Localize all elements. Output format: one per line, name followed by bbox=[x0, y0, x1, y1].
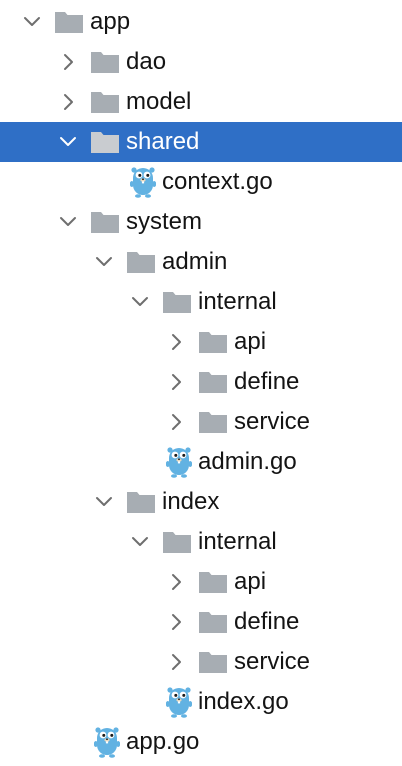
tree-item-label: service bbox=[234, 408, 311, 435]
tree-item-label: dao bbox=[126, 48, 167, 75]
chevron-down-icon[interactable] bbox=[128, 290, 152, 314]
folder-icon bbox=[198, 330, 228, 354]
chevron-down-icon[interactable] bbox=[128, 530, 152, 554]
tree-folder-internal[interactable]: internal bbox=[0, 522, 402, 562]
chevron-down-icon[interactable] bbox=[92, 250, 116, 274]
go-gopher-icon bbox=[130, 166, 156, 198]
tree-folder-api[interactable]: api bbox=[0, 562, 402, 602]
folder-icon bbox=[126, 250, 156, 274]
tree-file-app-go[interactable]: app.go bbox=[0, 722, 402, 762]
tree-item-label: context.go bbox=[162, 168, 273, 195]
chevron-down-icon[interactable] bbox=[20, 10, 44, 34]
tree-folder-define[interactable]: define bbox=[0, 362, 402, 402]
go-gopher-icon bbox=[94, 726, 120, 758]
folder-icon bbox=[90, 210, 120, 234]
tree-folder-model[interactable]: model bbox=[0, 82, 402, 122]
tree-file-context-go[interactable]: context.go bbox=[0, 162, 402, 202]
folder-icon bbox=[198, 610, 228, 634]
tree-folder-shared[interactable]: shared bbox=[0, 122, 402, 162]
folder-icon bbox=[198, 410, 228, 434]
chevron-right-icon[interactable] bbox=[164, 370, 188, 394]
tree-item-label: internal bbox=[198, 288, 277, 315]
folder-icon bbox=[90, 50, 120, 74]
chevron-right-icon[interactable] bbox=[164, 610, 188, 634]
folder-icon bbox=[198, 370, 228, 394]
chevron-right-icon[interactable] bbox=[164, 650, 188, 674]
folder-icon bbox=[198, 650, 228, 674]
tree-item-label: app bbox=[90, 8, 131, 35]
folder-icon bbox=[162, 530, 192, 554]
tree-folder-index[interactable]: index bbox=[0, 482, 402, 522]
tree-folder-admin[interactable]: admin bbox=[0, 242, 402, 282]
tree-item-label: define bbox=[234, 608, 300, 635]
tree-item-label: api bbox=[234, 568, 267, 595]
tree-item-label: service bbox=[234, 648, 311, 675]
folder-icon bbox=[90, 90, 120, 114]
tree-folder-app[interactable]: app bbox=[0, 2, 402, 42]
folder-icon bbox=[126, 490, 156, 514]
folder-icon bbox=[198, 570, 228, 594]
tree-item-label: admin bbox=[162, 248, 228, 275]
tree-folder-internal[interactable]: internal bbox=[0, 282, 402, 322]
tree-item-label: app.go bbox=[126, 728, 200, 755]
tree-item-label: index bbox=[162, 488, 220, 515]
chevron-right-icon[interactable] bbox=[164, 330, 188, 354]
tree-item-label: system bbox=[126, 208, 203, 235]
chevron-down-icon[interactable] bbox=[56, 130, 80, 154]
tree-item-label: internal bbox=[198, 528, 277, 555]
tree-item-label: define bbox=[234, 368, 300, 395]
tree-file-admin-go[interactable]: admin.go bbox=[0, 442, 402, 482]
go-gopher-icon bbox=[166, 686, 192, 718]
tree-item-label: shared bbox=[126, 128, 200, 155]
chevron-right-icon[interactable] bbox=[56, 90, 80, 114]
tree-item-label: api bbox=[234, 328, 267, 355]
tree-item-label: model bbox=[126, 88, 192, 115]
tree-folder-dao[interactable]: dao bbox=[0, 42, 402, 82]
chevron-right-icon[interactable] bbox=[56, 50, 80, 74]
tree-folder-api[interactable]: api bbox=[0, 322, 402, 362]
tree-item-label: admin.go bbox=[198, 448, 297, 475]
tree-folder-service[interactable]: service bbox=[0, 642, 402, 682]
folder-icon bbox=[54, 10, 84, 34]
tree-folder-service[interactable]: service bbox=[0, 402, 402, 442]
chevron-right-icon[interactable] bbox=[164, 570, 188, 594]
chevron-down-icon[interactable] bbox=[92, 490, 116, 514]
folder-icon bbox=[162, 290, 192, 314]
chevron-right-icon[interactable] bbox=[164, 410, 188, 434]
go-gopher-icon bbox=[166, 446, 192, 478]
tree-file-index-go[interactable]: index.go bbox=[0, 682, 402, 722]
tree-folder-system[interactable]: system bbox=[0, 202, 402, 242]
folder-icon bbox=[90, 130, 120, 154]
tree-item-label: index.go bbox=[198, 688, 289, 715]
chevron-down-icon[interactable] bbox=[56, 210, 80, 234]
tree-folder-define[interactable]: define bbox=[0, 602, 402, 642]
